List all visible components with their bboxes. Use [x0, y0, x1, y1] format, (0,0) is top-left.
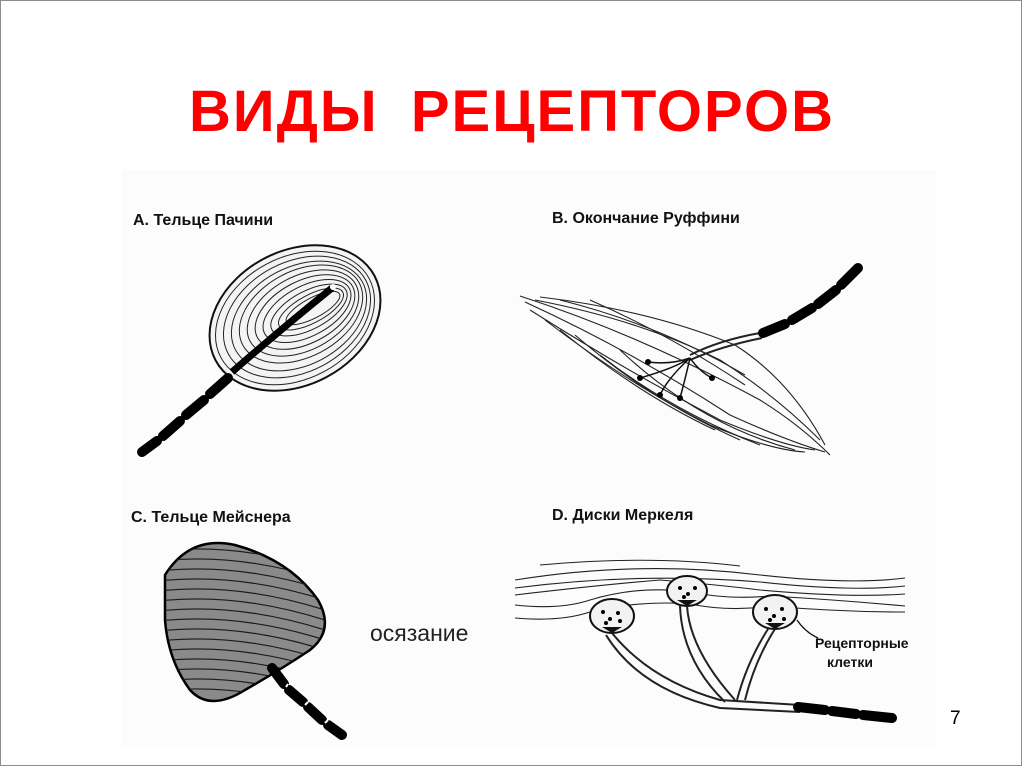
receptor-cells-label: Рецепторные клетки: [815, 634, 909, 672]
label-pacini-name: Тельце Пачини: [153, 212, 274, 229]
label-ruffini-name: Окончание Руффини: [572, 210, 740, 227]
pacini-corpuscle-drawing: [137, 244, 382, 457]
slide-title: ВИДЫ РЕЦЕПТОРОВ: [189, 79, 835, 144]
label-pacini: A. Тельце Пачини: [133, 212, 273, 230]
label-meissner: C. Тельце Мейснера: [131, 509, 291, 527]
label-ruffini-letter: B.: [552, 210, 568, 227]
receptor-cells-label-line1: Рецепторные: [815, 635, 909, 651]
ruffini-ending-drawing: [519, 295, 831, 456]
merkel-epidermis-drawing: [514, 559, 906, 620]
label-meissner-letter: C.: [131, 509, 147, 526]
label-merkel-letter: D.: [552, 507, 568, 524]
receptor-cells-label-line2: клетки: [827, 654, 873, 670]
label-meissner-name: Тельце Мейснера: [151, 509, 291, 526]
touch-label: осязание: [370, 620, 469, 646]
merkel-nerve-drawing: [605, 605, 801, 713]
ruffini-nerve-drawing: [637, 263, 863, 401]
label-pacini-letter: A.: [133, 212, 149, 229]
page-number: 7: [950, 708, 961, 729]
merkel-axon-drawing: [793, 702, 897, 723]
label-ruffini: B. Окончание Руффини: [552, 210, 740, 228]
label-merkel: D. Диски Меркеля: [552, 507, 693, 525]
merkel-cells-drawing: [589, 575, 819, 639]
label-merkel-name: Диски Меркеля: [572, 507, 694, 524]
meissner-corpuscle-drawing: [163, 541, 347, 740]
